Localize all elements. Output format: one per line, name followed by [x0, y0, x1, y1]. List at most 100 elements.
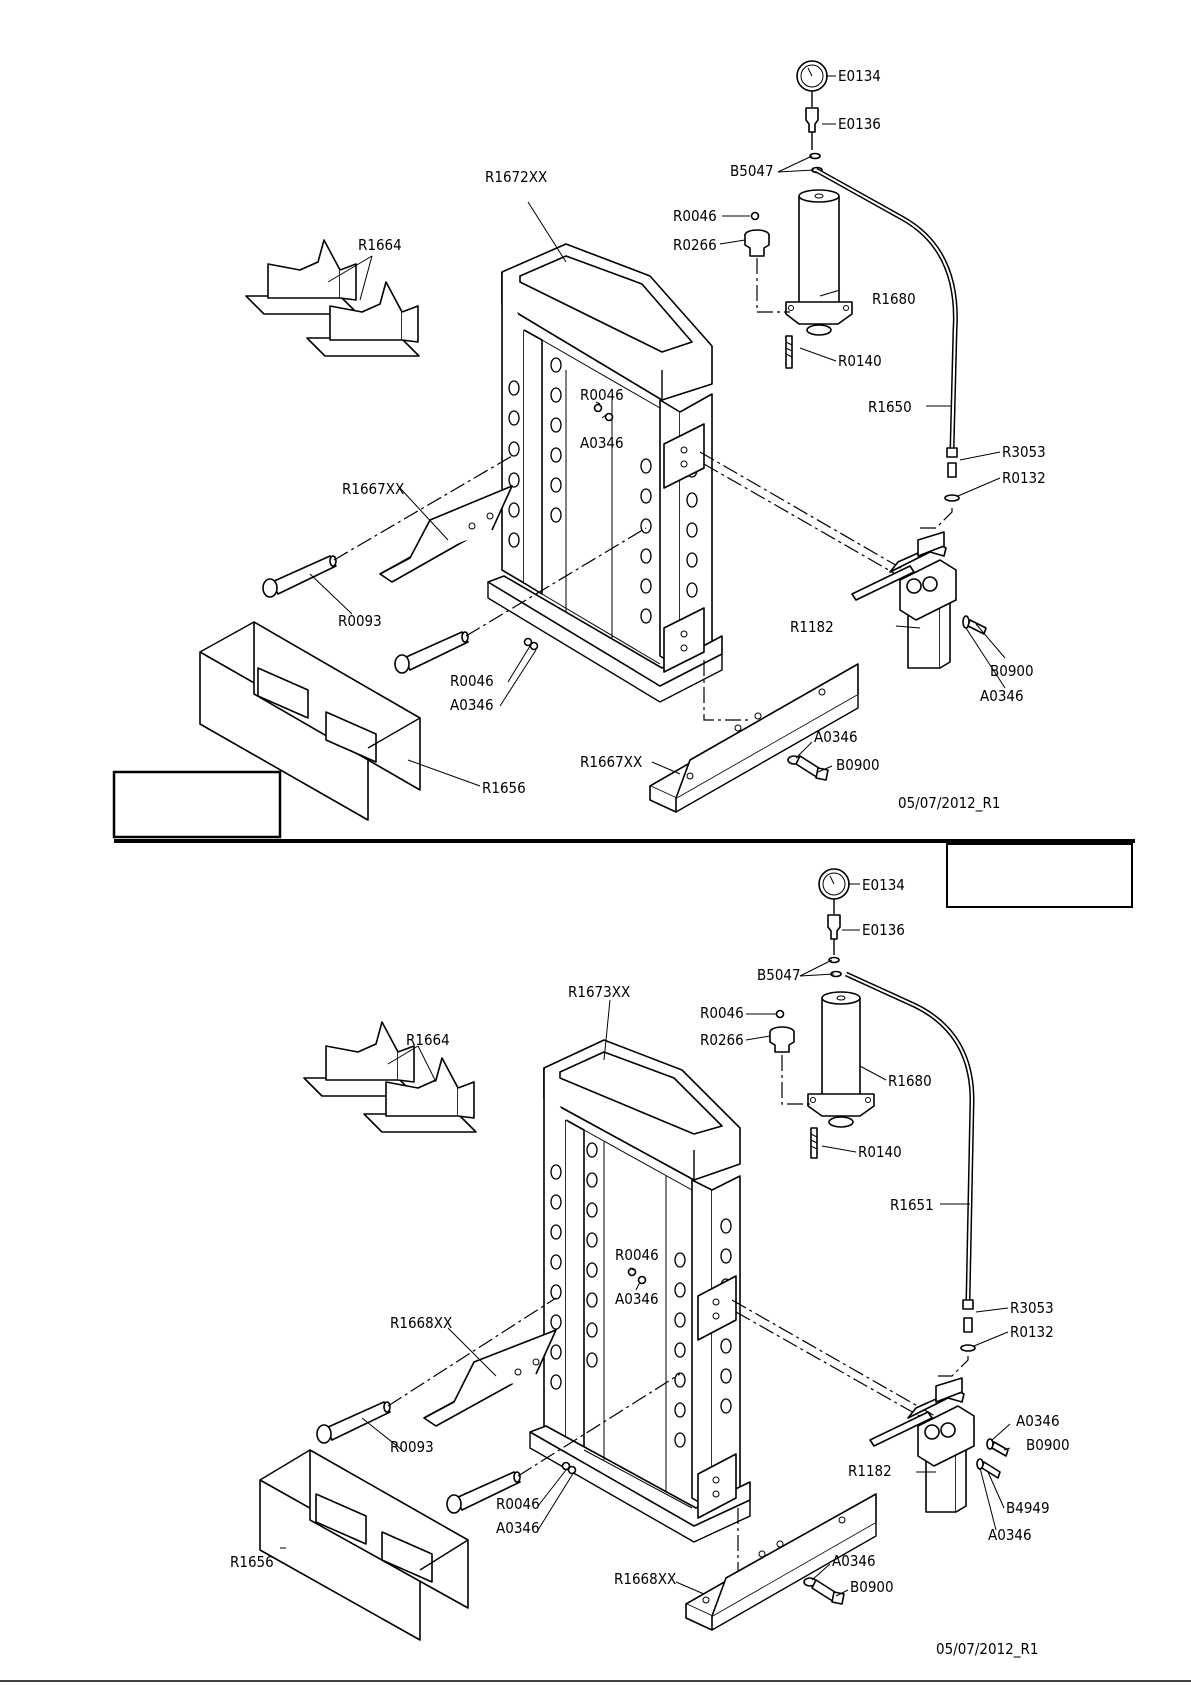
label-r1673xx: R1673XX [568, 983, 630, 1001]
label-e0134: E0134 [862, 876, 905, 894]
label-a0346-pump: A0346 [988, 1526, 1032, 1544]
bolt-b0900-right-bottom [986, 1438, 1009, 1457]
label-b5047: B5047 [730, 162, 774, 180]
label-r0046-lower: R0046 [450, 672, 494, 690]
pump-r1182-bottom [869, 1377, 975, 1513]
label-r1656: R1656 [230, 1553, 274, 1571]
label-a0346-bottom: A0346 [814, 728, 858, 746]
label-r1667xx-upper: R1667XX [342, 480, 404, 498]
label-r0046: R0046 [700, 1004, 744, 1022]
v-blocks-r1664-bottom [303, 1021, 477, 1133]
pin-r0093-1-top [262, 555, 337, 598]
hose-r1651-bottom [844, 971, 975, 1301]
fitting-e0136-bottom [827, 914, 841, 955]
date-code-top: 05/07/2012_R1 [898, 794, 1000, 813]
bolt-b0900-bottom-top [787, 755, 829, 781]
washer-a0346-lower-bottom [567, 1465, 577, 1475]
gauge-e0134-bottom [818, 868, 850, 914]
bed-beam-r1668xx-upper-bottom [423, 1329, 557, 1427]
label-a0346-right: A0346 [1016, 1412, 1060, 1430]
label-r1664: R1664 [358, 236, 402, 254]
frame-r1673xx-bottom [529, 1039, 751, 1543]
label-r1651: R1651 [890, 1196, 934, 1214]
fitting-r3053-bottom [962, 1299, 974, 1310]
ring-r0132-bottom [960, 1344, 976, 1352]
label-a0346-frame: A0346 [580, 434, 624, 452]
nut-r0046-bottom [775, 1009, 785, 1019]
frame-holes-left-top [508, 357, 562, 548]
model-box-top [112, 770, 282, 839]
gauge-e0134-top [796, 60, 828, 107]
pin-r0093-1-bottom [316, 1401, 391, 1444]
label-r1680: R1680 [872, 290, 916, 308]
washer-a0346-frame-bottom [637, 1275, 647, 1285]
nut-r0046-lower-bottom [561, 1461, 571, 1471]
label-r1664: R1664 [406, 1031, 450, 1049]
label-r0046-lower: R0046 [496, 1495, 540, 1513]
labels-top: E0134 E0136 B5047 R1672XX R0046 R0266 R1… [338, 67, 1046, 813]
label-r0132: R0132 [1010, 1323, 1054, 1341]
tray-r1656-bottom [259, 1449, 469, 1641]
label-r0046: R0046 [673, 207, 717, 225]
labels-bottom: E0134 E0136 B5047 R1673XX R0046 R0266 R1… [230, 876, 1070, 1659]
label-r1650: R1650 [868, 398, 912, 416]
frame-holes-left-bottom [550, 1142, 598, 1390]
label-r1668xx-lower: R1668XX [614, 1570, 676, 1588]
label-b0900-bottom: B0900 [836, 756, 880, 774]
label-b4949: B4949 [1006, 1499, 1050, 1517]
washer-a0346-lower-top [529, 641, 539, 651]
bed-beam-r1667xx-upper-top [379, 485, 513, 583]
label-r0093: R0093 [390, 1438, 434, 1456]
label-a0346-right: A0346 [980, 687, 1024, 705]
label-a0346-frame: A0346 [615, 1290, 659, 1308]
leader-lines-bottom [280, 883, 1011, 1597]
label-r1672xx: R1672XX [485, 168, 547, 186]
ring-r0132-top [944, 494, 960, 502]
label-a0346-lower: A0346 [450, 696, 494, 714]
label-r0266: R0266 [700, 1031, 744, 1049]
label-r1668xx-upper: R1668XX [390, 1314, 452, 1332]
model-box-bottom [946, 843, 1133, 908]
bolt-r0140-top [785, 335, 793, 369]
leader-lines-top [309, 75, 1006, 787]
plug-r0266-top [744, 229, 770, 257]
pump-r1182-top [851, 531, 957, 669]
nut-r0046-top [750, 211, 760, 221]
label-r0266: R0266 [673, 236, 717, 254]
label-r3053: R3053 [1002, 443, 1046, 461]
bed-beam-r1667xx-lower-top [649, 663, 859, 813]
label-r0140: R0140 [858, 1143, 902, 1161]
label-r1182: R1182 [790, 618, 834, 636]
frame-r1672xx-top [487, 243, 723, 703]
label-r0093: R0093 [338, 612, 382, 630]
nut-r0046-lower-top [523, 637, 533, 647]
label-r0046-frame: R0046 [615, 1246, 659, 1264]
plug-r0266-bottom [769, 1026, 795, 1053]
label-r1680: R1680 [888, 1072, 932, 1090]
date-code-bottom: 05/07/2012_R1 [936, 1640, 1038, 1659]
v-blocks-r1664-top [245, 239, 420, 357]
washer-a0346-frame-top [604, 412, 614, 422]
label-r0046-frame: R0046 [580, 386, 624, 404]
diagram-top: E0134 E0136 B5047 R1672XX R0046 R0266 R1… [112, 60, 1135, 843]
cylinder-r1680-bottom [807, 991, 875, 1128]
label-r0140: R0140 [838, 352, 882, 370]
bed-beam-r1668xx-lower-bottom [685, 1493, 877, 1631]
tray-r1656-top [199, 621, 421, 821]
label-b0900-right: B0900 [1026, 1436, 1070, 1454]
bolt-b0900-bottom-bottom [803, 1577, 845, 1605]
label-r1182: R1182 [848, 1462, 892, 1480]
label-r1656: R1656 [482, 779, 526, 797]
label-e0136: E0136 [862, 921, 905, 939]
label-b5047: B5047 [757, 966, 801, 984]
label-e0134: E0134 [838, 67, 881, 85]
label-e0136: E0136 [838, 115, 881, 133]
washer-b5047-1-top [809, 152, 821, 160]
label-a0346-lower: A0346 [496, 1519, 540, 1537]
bolt-r0140-bottom [810, 1127, 818, 1159]
label-r1667xx-lower: R1667XX [580, 753, 642, 771]
label-a0346-bottom: A0346 [832, 1552, 876, 1570]
nut-r0046-frame-top [593, 403, 603, 413]
pin-r0093-2-bottom [446, 1471, 521, 1514]
